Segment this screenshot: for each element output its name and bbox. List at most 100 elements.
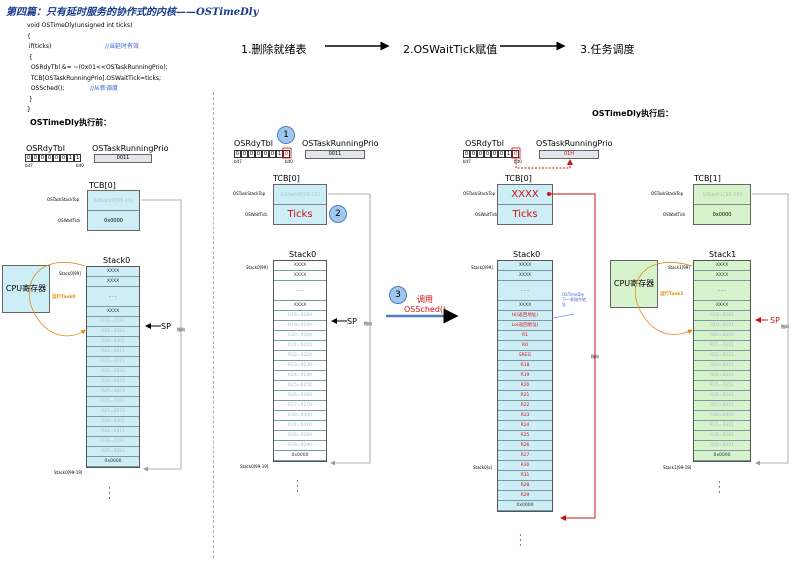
prio-label: OSTaskRunningPrio [302, 139, 379, 148]
bit0-label: bit0 [285, 159, 293, 164]
stack-cell: R19=0190 [274, 321, 326, 331]
code-text: { [27, 53, 33, 61]
bit-cell: 0 [46, 154, 53, 162]
bit-cell: 0 [234, 150, 241, 158]
code-line: OSRdyTbl &= ~(0x01<<OSTaskRunningPrio); [27, 63, 168, 74]
bit-cell: 0 [491, 150, 498, 158]
bit-cell: 1 [74, 154, 81, 162]
bit-cell: 1 [276, 150, 283, 158]
stack-cell: XXXX [87, 307, 139, 317]
stack-cell: R20=0201 [87, 337, 139, 347]
step-1: 1.删除就绪表 [241, 43, 307, 56]
bit-cell: 1 [505, 150, 512, 158]
stack-cell: XXXX [274, 271, 326, 281]
stack-cell: R22 [498, 401, 552, 411]
stack-cell: R23=0231 [87, 367, 139, 377]
tcb-stacktop-value: &Stack0[99-19] [274, 185, 326, 205]
stack0-label: Stack0 [513, 250, 541, 259]
before-label: OSTimeDly执行前： [30, 118, 112, 127]
tcb0-block: &Stack0[99-19] Ticks [273, 184, 327, 225]
stack-cell: R30=0301 [694, 411, 750, 421]
tcb-stacktop-value: XXXX [498, 185, 552, 205]
step-circle-3: 3 [389, 286, 407, 304]
stack-cell: SREG [498, 351, 552, 361]
tcb1-block: &Stack1[99-19] 0x0000 [693, 184, 751, 225]
code-line: } [27, 95, 168, 106]
pointer-line [328, 193, 371, 466]
page-title: 第四篇：只有延时服务的协作式的内核——OSTimeDly [6, 3, 258, 18]
stack1-label: Stack1 [709, 250, 737, 259]
stack-cell: XXXX [274, 261, 326, 271]
code-text: } [27, 106, 31, 113]
stack-cell: R26=0261 [87, 397, 139, 407]
stack-cell: R21=0211 [87, 347, 139, 357]
stack-cell: R28 [498, 481, 552, 491]
code-comment: //当延时有效 [105, 43, 140, 50]
stack-cell: R22=0221 [87, 357, 139, 367]
prio-value: 0011 [94, 154, 152, 163]
stack-head-label: Stack0[99] [471, 265, 493, 270]
stack-cell: R18=0181 [87, 317, 139, 327]
pointer-label: 指向 [781, 324, 789, 329]
tcb0-label: TCB[0] [89, 181, 116, 190]
code-text: { [27, 32, 31, 40]
stack-cell: XXXX [498, 271, 552, 281]
code-text: TCB[OSTaskRunningPrio].OSWaitTick=ticks; [27, 74, 162, 82]
stack-cell: R24=0240 [274, 371, 326, 381]
step-3: 3.任务调度 [580, 43, 635, 56]
stack-cell: R25=0251 [87, 387, 139, 397]
prio-update-arrow [515, 159, 573, 169]
tcb0-block: &Stack0[99-19] 0x0000 [87, 190, 140, 231]
code-text: void OSTimeDly(unsigned int ticks) [27, 22, 133, 29]
code-comment: //从新调度 [90, 85, 119, 92]
code-text: OSSched(); [27, 85, 65, 92]
bit-cell: 0 [248, 150, 255, 158]
tcb0-block: XXXX Ticks [497, 184, 553, 225]
stack-cell: R22=0220 [274, 351, 326, 361]
bit-cell: 0 [241, 150, 248, 158]
stacktop-dot [547, 192, 551, 196]
stack0-label: Stack0 [103, 256, 131, 265]
stack-cell: R19=0191 [694, 321, 750, 331]
code-text: if(ticks) [27, 43, 52, 50]
run-loop-arrow [635, 261, 693, 335]
stack-more-dots: ··· [108, 484, 111, 504]
bit-cell: 0 [262, 150, 269, 158]
stack-cell: R31=0311 [87, 427, 139, 437]
stack-cell: R19 [498, 371, 552, 381]
stack-cell: R23 [498, 411, 552, 421]
stack-cell: R24=0241 [87, 377, 139, 387]
stack1-tail-label: Stack1[99-19] [663, 465, 692, 470]
stack-cell: R22=0221 [694, 351, 750, 361]
stack-cell: R31=0310 [274, 421, 326, 431]
stack-cell: R27=0270 [274, 401, 326, 411]
stack-cell: R28=0280 [274, 431, 326, 441]
tcb-ticks-value: Ticks [512, 209, 538, 220]
bit-cell: 0 [60, 154, 67, 162]
stack-cell: 0x0000 [274, 451, 326, 461]
stack-cell: R27 [498, 451, 552, 461]
stack-cell: R27=0271 [694, 401, 750, 411]
sp-label: SP [161, 322, 171, 331]
prio-value-after: 01H [539, 150, 599, 159]
stack-cell: R31=0311 [694, 421, 750, 431]
stack-cell: Hi(返回地址) [498, 311, 552, 321]
stack-cell: R29=0291 [87, 447, 139, 457]
step-circle-2: 2 [329, 205, 347, 223]
stack-cell: XXXX [498, 261, 552, 271]
stack-cell: XXXX [274, 301, 326, 311]
bit-cell: 0 [463, 150, 470, 158]
stack-cell: R24 [498, 421, 552, 431]
bit-cell: 0 [53, 154, 60, 162]
stack-tail-label: Stack0[99-19] [240, 464, 269, 469]
stack-cell: R29=0291 [694, 441, 750, 451]
stack-cell: R29=0290 [274, 441, 326, 451]
stack-cell: R20 [498, 381, 552, 391]
stack-cell: R18=0181 [694, 311, 750, 321]
step-circle-1: 1 [277, 126, 295, 144]
tcb0-label: TCB[0] [505, 174, 532, 183]
stack-more-dots: ··· [296, 477, 299, 497]
code-line: TCB[OSTaskRunningPrio].OSWaitTick=ticks; [27, 74, 168, 85]
